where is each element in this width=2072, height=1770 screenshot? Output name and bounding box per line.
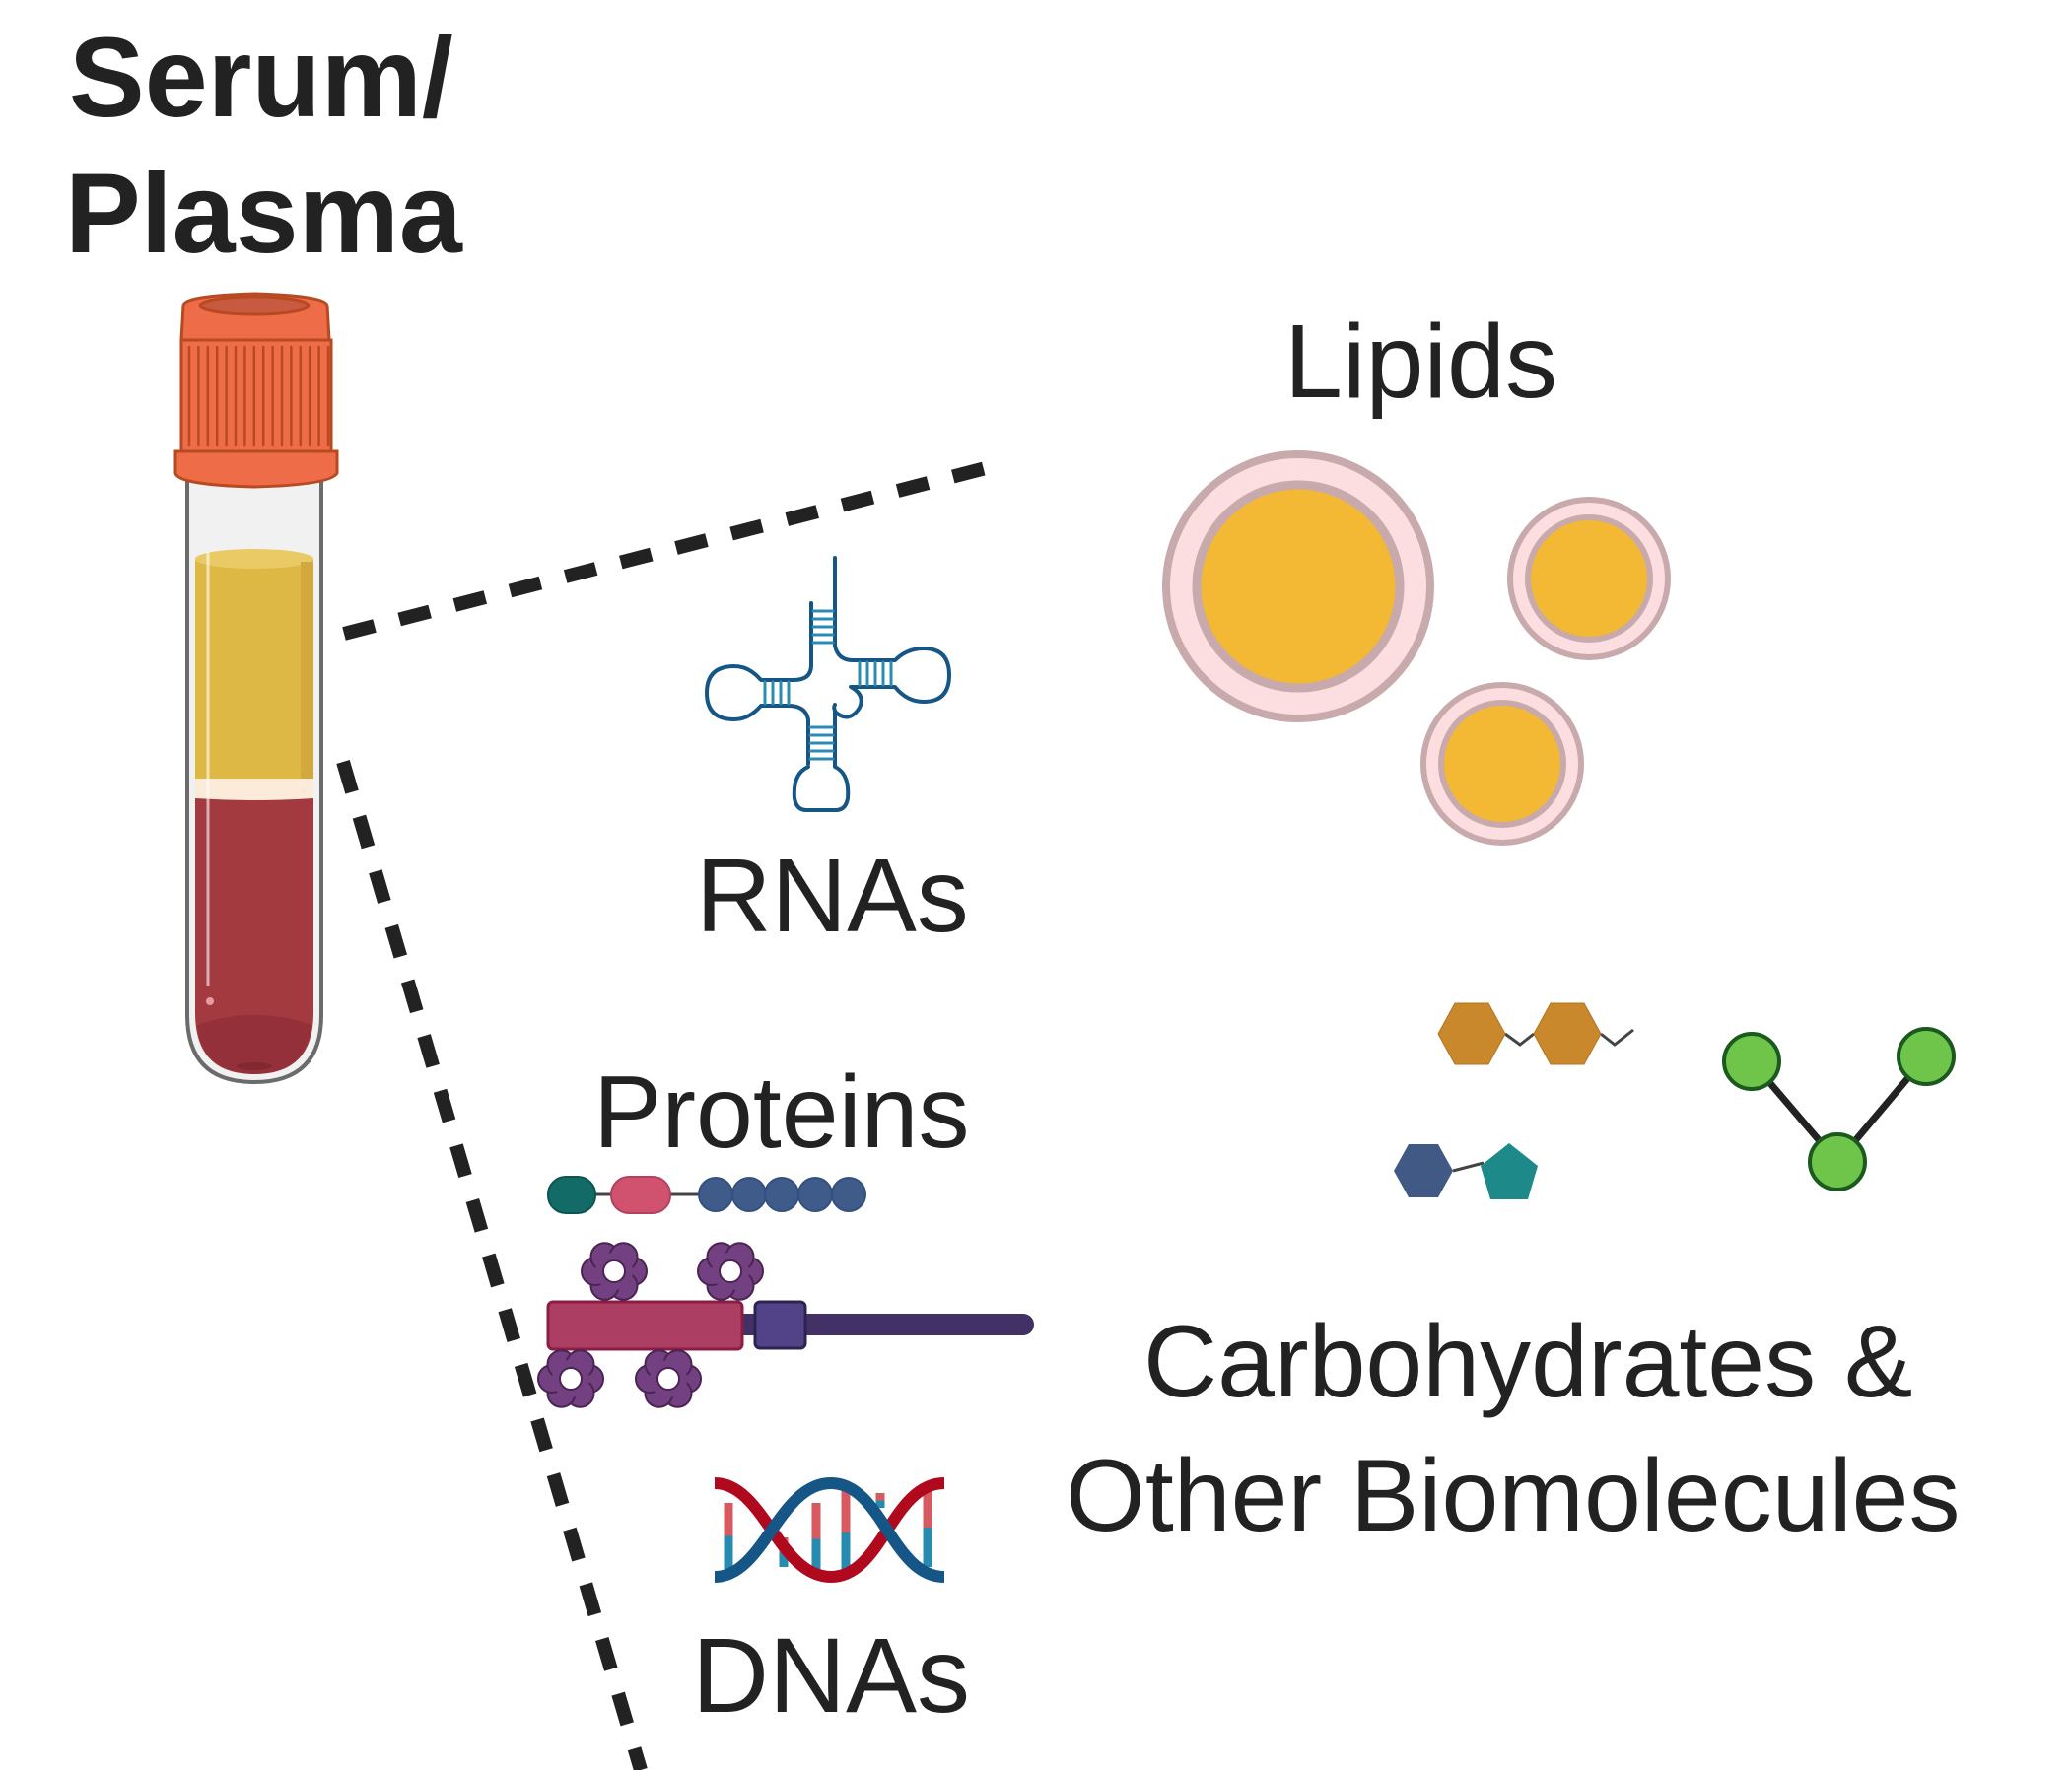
tube-plasma-surface bbox=[195, 549, 313, 569]
glycan-flower-icon bbox=[537, 1349, 604, 1408]
dashed-connector-bottom bbox=[336, 760, 648, 1770]
blood-tube-icon bbox=[173, 292, 339, 1085]
tube-plasma-shade bbox=[301, 562, 313, 779]
title-plasma: Plasma bbox=[65, 151, 463, 277]
dna-helix-icon bbox=[714, 1476, 945, 1584]
tube-blood bbox=[195, 798, 313, 1074]
dashed-connector-top bbox=[342, 461, 988, 641]
dna-rungs bbox=[724, 1488, 932, 1577]
label-rnas: RNAs bbox=[696, 838, 969, 954]
lipid-droplet-icon bbox=[1162, 450, 1434, 722]
label-lipids: Lipids bbox=[1284, 304, 1557, 420]
title-serum: Serum/ bbox=[69, 15, 453, 141]
molecule-nodes-icon bbox=[1722, 1027, 1956, 1191]
trna-icon bbox=[705, 556, 951, 812]
label-dnas: DNAs bbox=[692, 1615, 970, 1735]
glycan-flower-icon bbox=[635, 1349, 702, 1408]
polysaccharide-icon bbox=[1437, 1002, 1634, 1065]
lipid-droplet-icon bbox=[1507, 497, 1671, 660]
label-other-biomolecules: Other Biomolecules bbox=[1066, 1439, 1961, 1553]
glycan-flowers bbox=[537, 1242, 764, 1408]
glycan-flower-icon bbox=[581, 1242, 648, 1301]
glycan-hole bbox=[719, 1259, 742, 1283]
disaccharide-icon bbox=[1394, 1143, 1538, 1199]
glycan-hole bbox=[602, 1259, 626, 1283]
glycan-hole bbox=[656, 1367, 680, 1391]
label-proteins: Proteins bbox=[593, 1055, 970, 1170]
tube-buffy-coat bbox=[195, 779, 313, 800]
tube-cap-opening bbox=[198, 295, 311, 316]
glycan-flower-icon bbox=[697, 1242, 764, 1301]
tube-cap-ribs bbox=[187, 345, 330, 447]
lipid-droplet-icon bbox=[1420, 682, 1584, 846]
glycoprotein-icon bbox=[537, 1242, 1034, 1408]
peptide-chain-icon bbox=[547, 1176, 866, 1214]
tube-blood-sediment bbox=[237, 1062, 272, 1070]
tube-cap-bottom bbox=[173, 449, 339, 489]
tube-plasma bbox=[195, 559, 313, 779]
label-carbohydrates: Carbohydrates & bbox=[1143, 1305, 1912, 1419]
tube-highlight-dot bbox=[206, 997, 214, 1005]
glycan-hole bbox=[559, 1367, 583, 1391]
tube-blood-shade bbox=[197, 1015, 311, 1074]
